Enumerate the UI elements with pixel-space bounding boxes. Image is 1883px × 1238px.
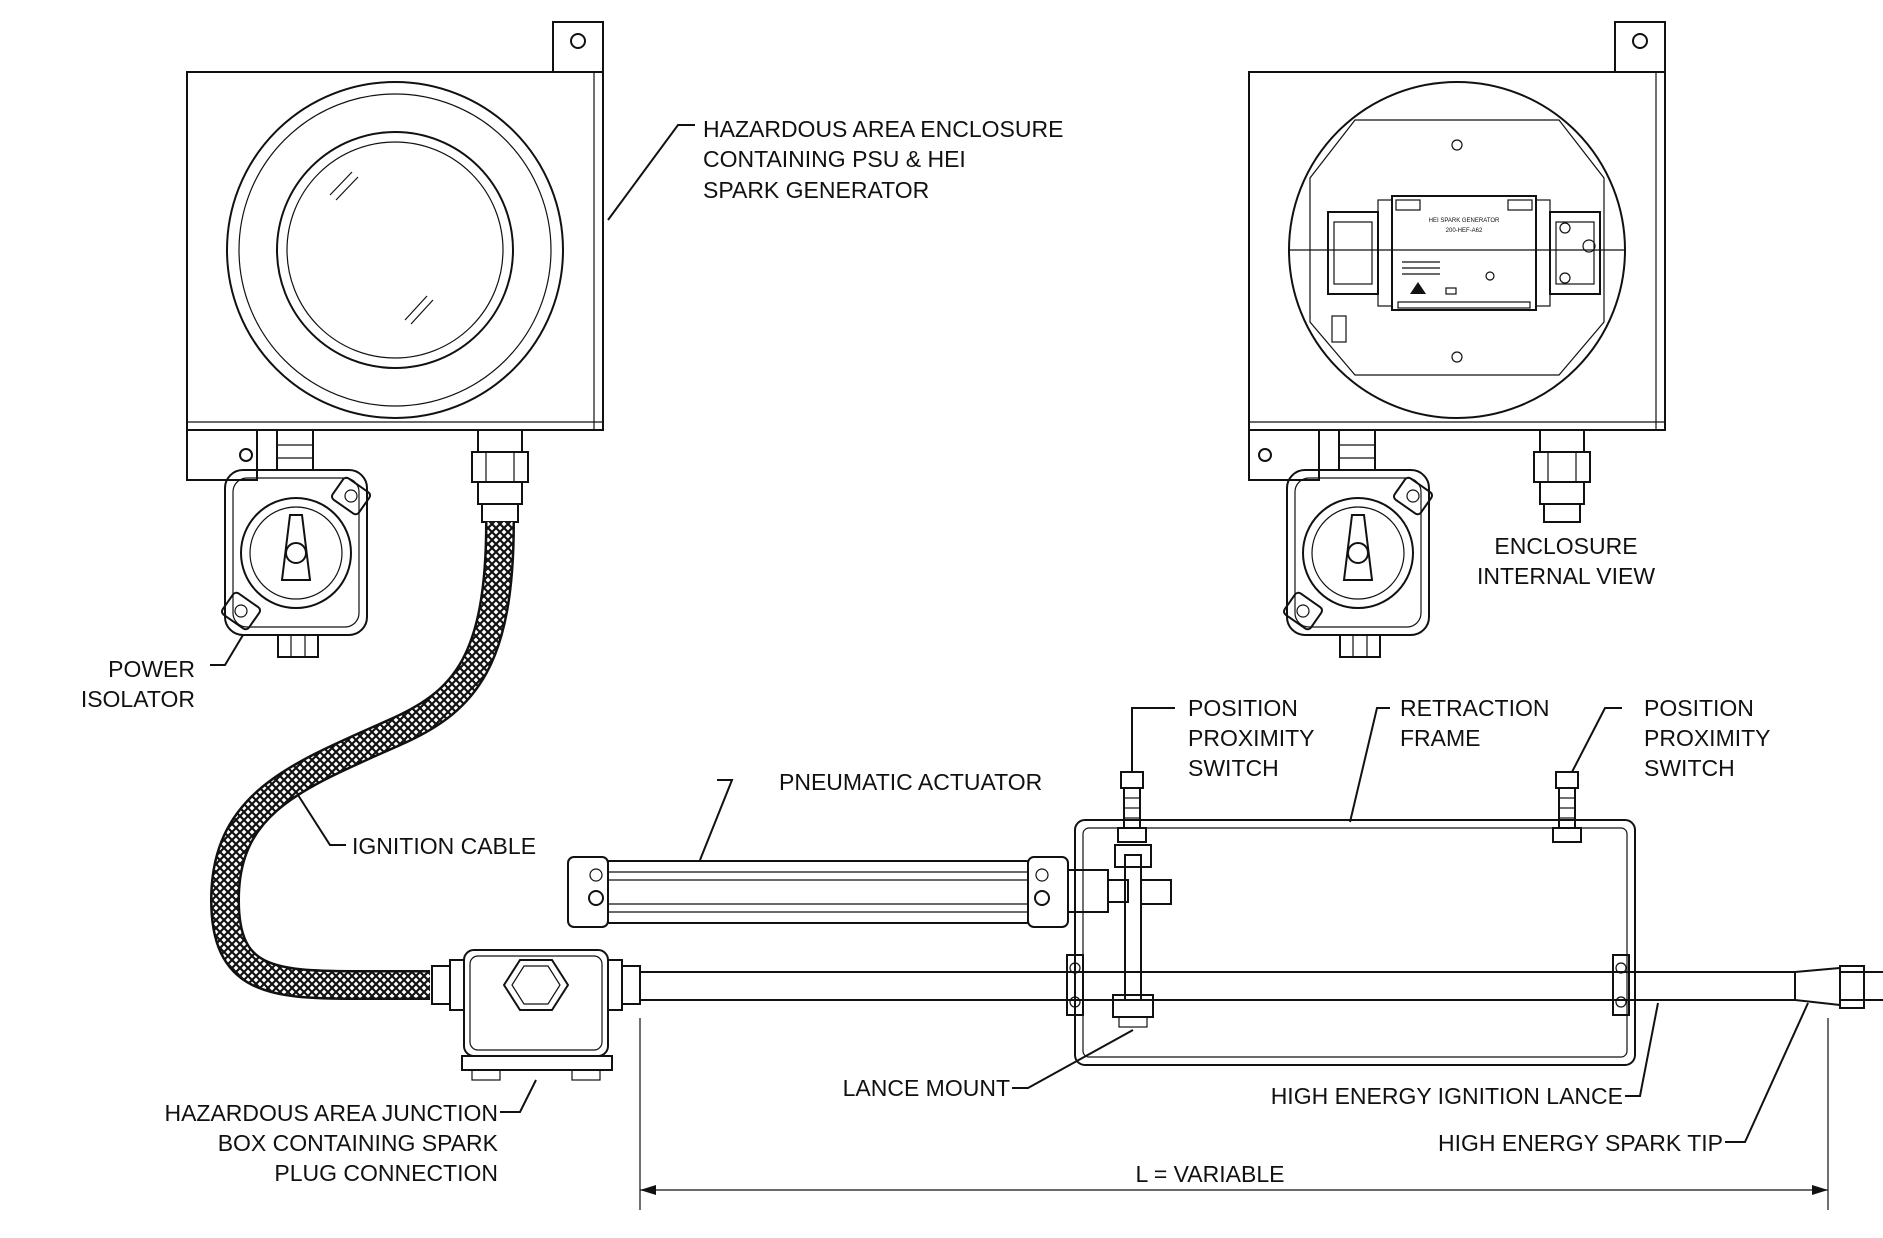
internal-view-label-line1: ENCLOSURE [1494,533,1637,559]
enclosure-label-line1: HAZARDOUS AREA ENCLOSURE [703,116,1063,142]
internal-view-label-line2: INTERNAL VIEW [1477,563,1655,589]
ignition-cable [209,521,515,1000]
prox-switch-right-line1: POSITION [1644,695,1754,721]
junction-box [431,949,641,1081]
lance-mount [1112,844,1172,1028]
retraction-frame [1066,819,1636,1066]
junction-box-label-line2: BOX CONTAINING SPARK [218,1130,499,1156]
enclosure-label-line3: SPARK GENERATOR [703,177,929,203]
ignition-lance [639,965,1883,1009]
spark-generator-module [1391,195,1537,311]
spark-tip-label: HIGH ENERGY SPARK TIP [1438,1130,1723,1156]
retraction-frame-line1: RETRACTION [1400,695,1550,721]
ignition-cable-label: IGNITION CABLE [352,833,536,859]
proximity-switch-right [1552,771,1582,843]
labels: HAZARDOUS AREA ENCLOSURE CONTAINING PSU … [81,116,1771,1186]
cable-gland [471,429,529,523]
prox-switch-left-line2: PROXIMITY [1188,725,1315,751]
hazardous-area-enclosure [186,21,604,481]
dimension-line: L = VARIABLE [639,1018,1829,1210]
enclosure-label-line2: CONTAINING PSU & HEI [703,146,966,172]
power-isolator-internal [1248,429,1591,658]
junction-box-label-line3: PLUG CONNECTION [274,1160,498,1186]
junction-box-label-line1: HAZARDOUS AREA JUNCTION [164,1100,498,1126]
ignition-lance-label: HIGH ENERGY IGNITION LANCE [1271,1083,1623,1109]
lance-mount-label: LANCE MOUNT [843,1075,1010,1101]
pneumatic-actuator-label: PNEUMATIC ACTUATOR [779,769,1042,795]
prox-switch-right-line3: SWITCH [1644,755,1735,781]
enclosure-internal-view: HEI SPARK GENERATOR 200-HEF-A62 [1248,21,1666,431]
module-title: HEI SPARK GENERATOR [1429,218,1500,224]
power-isolator-label-line2: ISOLATOR [81,686,195,712]
leader-lines [210,124,1809,1143]
retraction-frame-line2: FRAME [1400,725,1481,751]
power-isolator [221,429,371,658]
prox-switch-left-line1: POSITION [1188,695,1298,721]
dimension-label: L = VARIABLE [1136,1161,1285,1187]
prox-switch-right-line2: PROXIMITY [1644,725,1771,751]
prox-switch-left-line3: SWITCH [1188,755,1279,781]
proximity-switch-left [1117,771,1147,843]
pneumatic-actuator [567,856,1129,928]
module-model: 200-HEF-A62 [1446,228,1483,234]
power-isolator-label-line1: POWER [108,656,195,682]
